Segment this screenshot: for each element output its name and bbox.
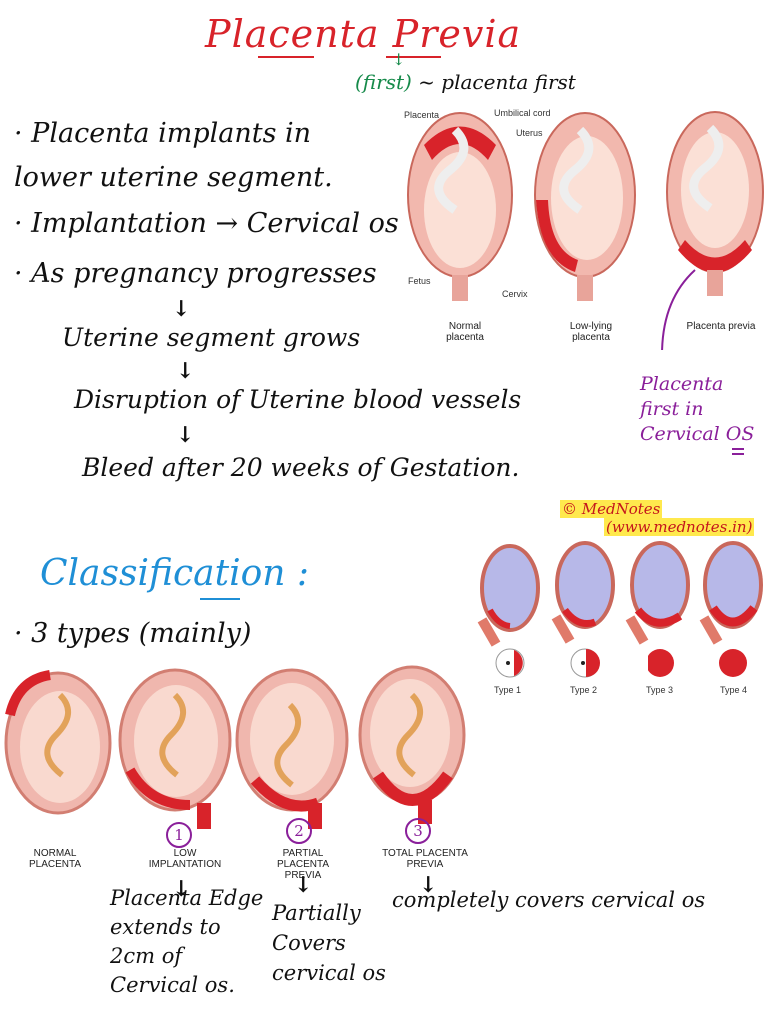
type-3-uterus [625,541,690,645]
desc-arrow-3-icon: ↓ [419,872,438,898]
title-underline-via [386,56,441,58]
flow-arrow-3-icon: ↓ [176,422,195,448]
label-fetus: Fetus [408,276,431,286]
placenta-low [536,200,578,272]
caption-normal: NORMAL PLACENTA [28,848,82,870]
watermark: © MedNotes (www.mednotes.in) [560,500,755,536]
label-umbilical-cord: Umbilical cord [494,108,551,118]
desc-total-previa: completely covers cervical os [392,888,706,912]
type-1-label: Type 1 [494,685,522,695]
os-circle-type-3 [645,649,674,677]
bullet-3: · As pregnancy progresses [14,258,377,289]
os-circle-type-4 [719,649,747,677]
bullet-3-text: As pregnancy progresses [31,258,377,289]
classification-heading: Classification : [40,553,310,594]
flow-step-2: Disruption of Uterine blood vessels [74,385,522,414]
flow-arrow-1-icon: ↓ [172,296,191,322]
bullet-2: · Implantation → Cervical os [14,208,399,239]
caption-partial-previa: PARTIAL PLACENTA PREVIA [276,848,330,881]
first-note: (first) ~ placenta first [355,70,576,94]
watermark-url: (www.mednotes.in) [604,518,755,536]
classification-point: · 3 types (mainly) [14,618,252,649]
label-placenta: Placenta [404,110,440,120]
flow-step-1: Uterine segment grows [62,323,361,352]
placenta-positions-diagram [407,111,764,350]
page-title: Placenta Previa [205,12,522,56]
type-4-uterus [699,541,763,645]
badge-2: 2 [286,818,312,844]
label-uterus: Uterus [516,128,543,138]
flow-step-3: Bleed after 20 weeks of Gestation. [82,453,520,482]
flow-arrow-2-icon: ↓ [176,358,195,384]
type-3-label: Type 3 [646,685,674,695]
desc-partial-previa: Partially Covers cervical os [272,901,386,985]
first-note-paren: (first) [355,70,412,94]
type-2-uterus [551,541,615,644]
badge-3: 3 [405,818,431,844]
desc-arrow-1-icon: ↓ [172,876,191,902]
annotation-pointer [661,269,696,350]
classification-point-text: 3 types (mainly) [31,618,252,649]
label-cervix: Cervix [502,289,528,299]
first-note-rest: ~ placenta first [418,70,576,94]
previa-types-diagram [477,541,763,678]
uterus-normal-placenta [4,670,112,815]
desc-arrow-2-icon: ↓ [294,872,313,898]
os-circle-type-2 [570,648,600,678]
uterus-previa [666,111,764,296]
bullet-1-text: Placenta implants in lower uterine segme… [14,118,333,193]
caption-normal-placenta: Normal placenta [446,321,484,343]
uterus-partial-previa [235,668,349,829]
bullet-2-text: Implantation → Cervical os [31,208,399,239]
watermark-brand: © MedNotes [560,500,663,518]
uterus-normal [407,112,513,301]
title-underline-centa [258,56,314,58]
desc-low-implantation: Placenta Edge extends to 2cm of Cervical… [110,886,264,997]
caption-low-implantation: LOW IMPLANTATION [148,848,222,870]
annotation-double-underline [732,448,744,455]
classification-underline [200,598,240,600]
down-arrow-green-icon: ↓ [392,50,406,69]
uterus-low-implantation [118,668,232,829]
uterus-total-previa [358,665,466,824]
type-1-uterus [477,544,540,647]
caption-low-lying-placenta: Low-lying placenta [569,321,613,343]
uterus-low-lying [534,112,636,301]
caption-total-previa: TOTAL PLACENTA PREVIA [382,848,468,870]
caption-placenta-previa: Placenta previa [686,321,756,332]
type-4-label: Type 4 [720,685,748,695]
os-circle-type-1 [495,648,525,678]
type-2-label: Type 2 [570,685,598,695]
bullet-1: · Placenta implants in lower uterine seg… [14,118,333,193]
classification-diagram [4,665,466,829]
annotation-placenta-first: Placenta first in Cervical OS [640,373,755,445]
placenta-over-os [678,240,752,273]
badge-1: 1 [166,822,192,848]
